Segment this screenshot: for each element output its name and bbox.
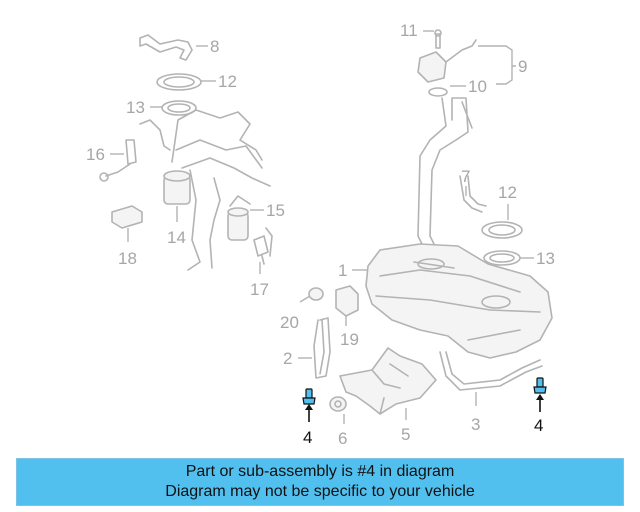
part-6-grommet (329, 396, 347, 412)
callout-20: 20 (280, 313, 299, 332)
part-3-strap (439, 351, 543, 391)
part-14-harness (171, 109, 271, 271)
part-1-tank-port-b (481, 295, 511, 309)
part-17-sensor (253, 227, 273, 265)
part-19-mount (335, 285, 359, 317)
callout-16: 16 (86, 145, 105, 164)
part-11-bolt (435, 33, 441, 49)
part-20-grommet (308, 287, 324, 301)
callout-7: 7 (461, 167, 470, 186)
callout-14: 14 (167, 228, 186, 247)
part-8-strap (139, 34, 193, 61)
part-12-lock-ring-inner (163, 76, 195, 88)
callout-3: 3 (471, 415, 480, 434)
callout-8: 8 (210, 37, 219, 56)
part-5-shield-ribs (371, 363, 409, 415)
callout-13b: 13 (536, 249, 555, 268)
callout-6: 6 (338, 429, 347, 448)
callout-10: 10 (468, 77, 487, 96)
part-5-heat-shield (339, 347, 437, 415)
part-15-pump-cap (227, 207, 249, 217)
part-13-seal-inner (167, 103, 191, 113)
part-12b-lock-ring (481, 221, 523, 239)
banner-line-disclaimer: Diagram may not be specific to your vehi… (165, 483, 475, 500)
part-12-lock-ring (156, 73, 202, 91)
callout-12b: 12 (498, 183, 517, 202)
callout-4b: 4 (534, 416, 543, 435)
part-1-tank-ribs (375, 261, 541, 341)
part-11-bolt-head (434, 29, 442, 37)
part-1-fuel-tank (365, 243, 553, 359)
part-4-bolt-left[interactable] (302, 388, 316, 405)
callout-9: 9 (518, 57, 527, 76)
leader-4b-arrow (536, 394, 544, 400)
part-1-tank-port-a (417, 258, 445, 270)
part-10-o-ring (428, 87, 448, 97)
part-1-filler-pipe (417, 97, 473, 249)
part-4-bolt-right[interactable] (533, 377, 547, 394)
callout-1: 1 (338, 261, 347, 280)
callout-13a: 13 (126, 98, 145, 117)
callout-15: 15 (266, 201, 285, 220)
callout-11: 11 (400, 21, 418, 40)
banner-line-part: Part or sub-assembly is #4 in diagram (185, 463, 455, 480)
callout-4a: 4 (303, 428, 312, 447)
part-6-grommet-hole (334, 400, 342, 408)
part-12b-lock-ring-inner (488, 224, 516, 236)
callout-2: 2 (283, 349, 292, 368)
part-15-line (229, 195, 251, 207)
part-16-float (99, 172, 109, 182)
info-banner: Part or sub-assembly is #4 in diagram Di… (16, 458, 624, 506)
callout-5: 5 (401, 425, 410, 444)
part-16-level-sensor (105, 119, 171, 177)
part-7-hose (459, 175, 487, 213)
callout-19: 19 (340, 330, 359, 349)
part-13b-seal-inner (489, 253, 515, 263)
part-13-seal (161, 100, 197, 116)
part-9-cap (417, 51, 447, 83)
parts-diagram: 8 12 13 16 14 15 18 17 11 9 10 (86, 21, 555, 448)
part-9-vent-line (445, 39, 477, 63)
leader-20 (299, 295, 311, 303)
part-18-connector (111, 205, 143, 229)
leader-9-bracket (478, 45, 516, 85)
part-2-bracket (313, 317, 331, 379)
callout-18: 18 (118, 249, 137, 268)
part-14-pump-cap (163, 170, 191, 182)
callout-17: 17 (250, 280, 269, 299)
callout-12a: 12 (218, 72, 237, 91)
leader-4a-arrow (305, 404, 313, 410)
